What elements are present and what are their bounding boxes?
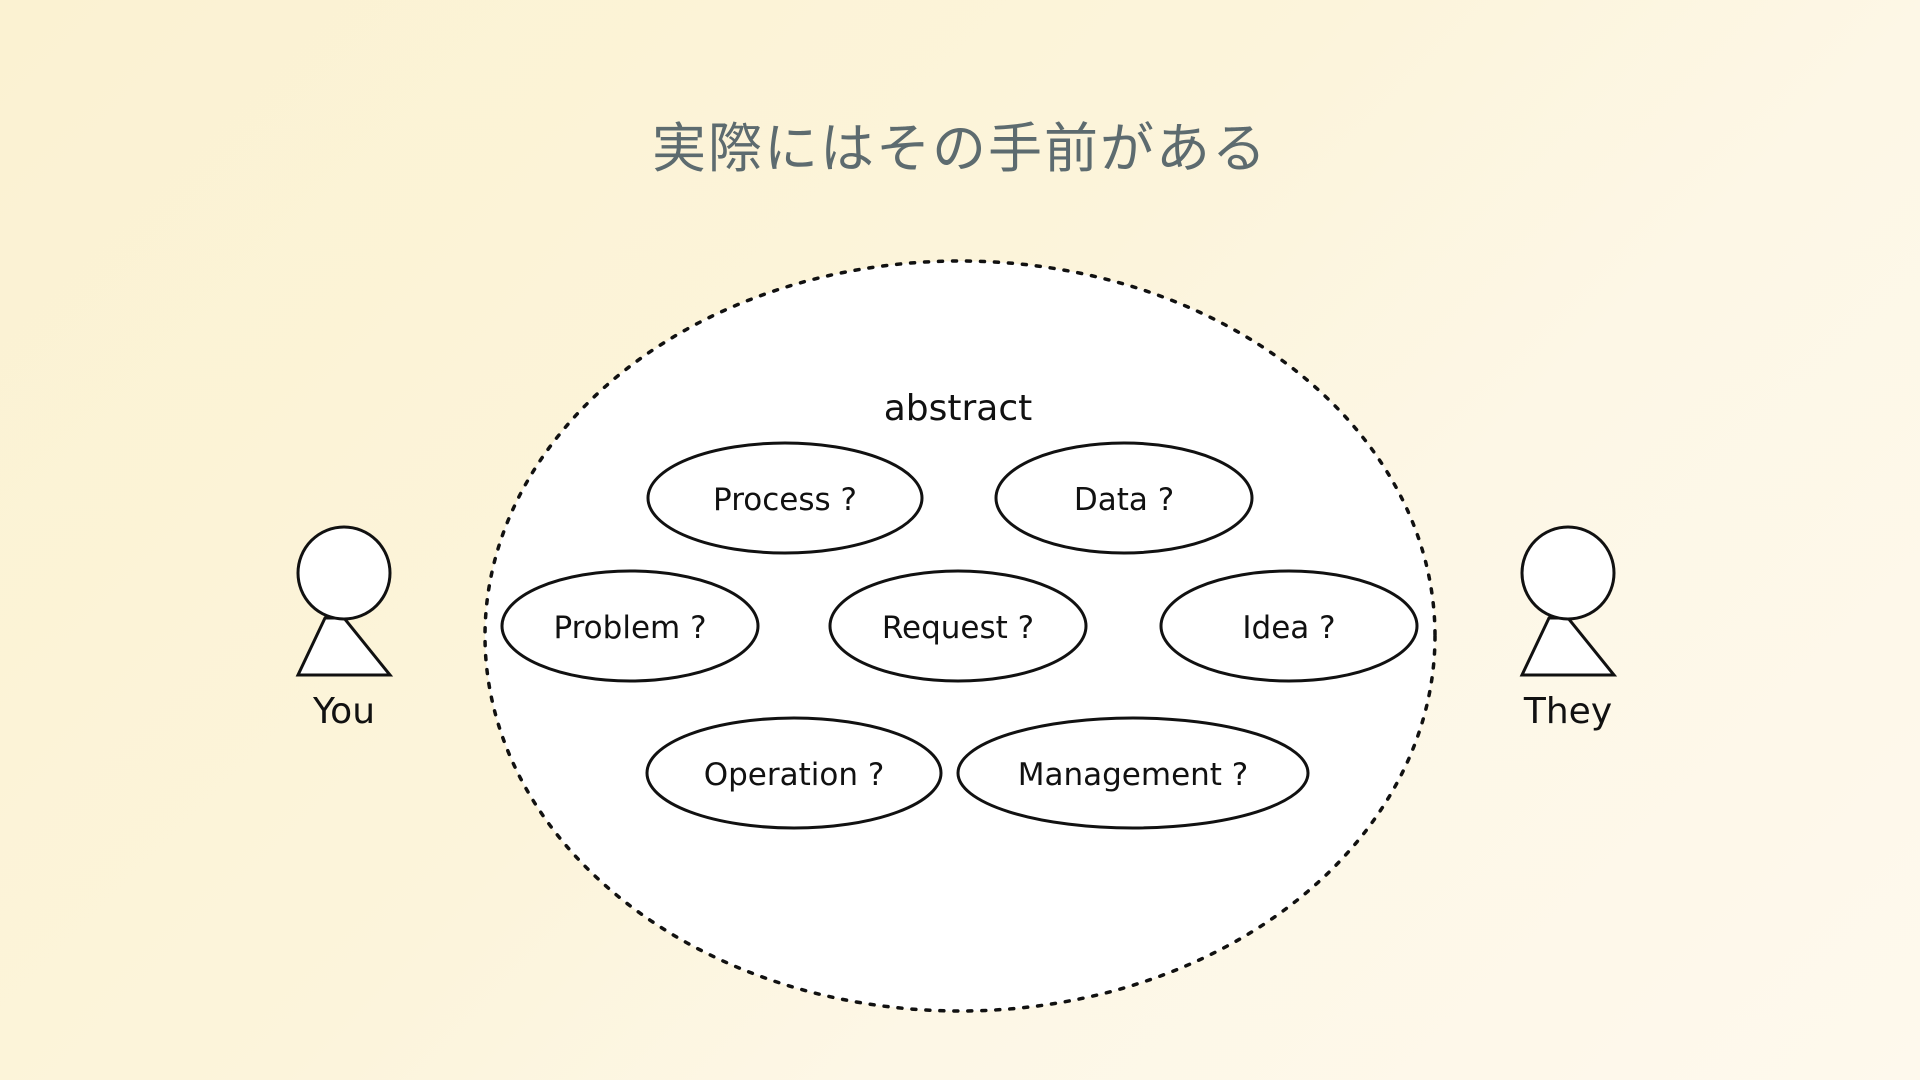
abstract-label: abstract [884,388,1033,429]
bubble-data-shape [994,441,1254,555]
actor-they-body [1519,616,1618,677]
bubble-request-shape [828,569,1088,683]
bubble-request-label: Request ? [882,610,1034,646]
bubble-idea-label: Idea ? [1242,610,1335,646]
bubble-operation: Operation ? [645,716,943,830]
slide-title: 実際にはその手前がある [652,117,1268,180]
bubble-process-label: Process ? [713,482,857,518]
bubble-problem-shape [500,569,760,683]
bubble-management-shape [956,716,1310,830]
bubble-operation-label: Operation ? [704,757,885,793]
bubble-operation-shape [645,716,943,830]
bubble-idea-shape [1159,569,1419,683]
bubble-management: Management ? [956,716,1310,830]
actor-you-label: You [312,691,375,732]
actor-you: You [295,525,394,732]
bubble-idea: Idea ? [1159,569,1419,683]
actor-they: They [1519,525,1618,732]
bubble-process-shape [646,441,924,555]
actor-you-body [295,616,394,677]
bubble-data: Data ? [994,441,1254,555]
actor-they-head [1520,525,1616,621]
bubble-problem: Problem ? [500,569,760,683]
bubble-data-label: Data ? [1074,482,1174,518]
actor-you-head [296,525,392,621]
actor-they-label: They [1523,691,1612,732]
bubble-process: Process ? [646,441,924,555]
bubble-management-label: Management ? [1018,757,1249,793]
bubble-request: Request ? [828,569,1088,683]
bubble-problem-label: Problem ? [553,610,706,646]
